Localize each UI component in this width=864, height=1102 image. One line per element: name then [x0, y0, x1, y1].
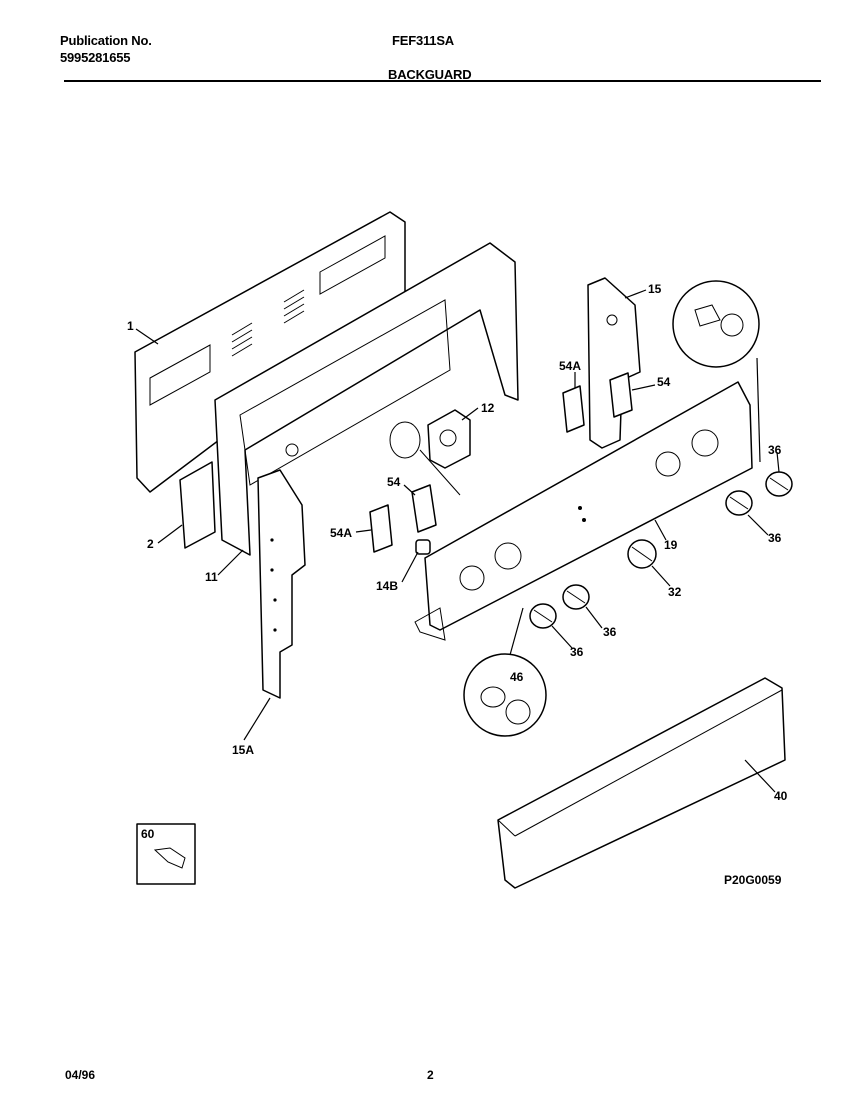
callout-36-c: 36 — [603, 625, 617, 639]
publication-number: 5995281655 — [60, 50, 131, 65]
part-54-switch-right — [609, 372, 633, 418]
callout-2: 2 — [147, 537, 154, 551]
callout-54a-left: 54A — [330, 526, 352, 540]
callout-40: 40 — [774, 789, 788, 803]
callout-60: 60 — [141, 827, 155, 841]
section-title: BACKGUARD — [388, 67, 472, 82]
part-54a-switch-right — [562, 385, 585, 433]
callout-36-b: 36 — [768, 531, 782, 545]
callout-46: 46 — [510, 670, 524, 684]
model-number: FEF311SA — [392, 33, 454, 48]
callout-1: 1 — [127, 319, 134, 333]
part-54-switch-left — [411, 484, 437, 533]
callout-54-left: 54 — [387, 475, 401, 489]
callout-15: 15 — [648, 282, 662, 296]
part-14b-socket — [415, 539, 431, 555]
knob-36-a — [765, 471, 793, 497]
knob-32 — [627, 539, 657, 569]
part-2-bracket — [179, 461, 216, 549]
knob-36-b — [725, 490, 753, 516]
publication-label: Publication No. — [60, 33, 152, 48]
callout-32: 32 — [668, 585, 682, 599]
diagram-code: P20G0059 — [724, 873, 782, 887]
part-15-side-panel — [587, 277, 641, 449]
part-19-control-panel — [414, 381, 753, 641]
part-12-timer — [389, 409, 471, 496]
callout-36-d: 36 — [570, 645, 584, 659]
detail-46-knob-insert — [463, 653, 547, 737]
knob-36-d — [529, 603, 557, 629]
leader-lines — [135, 289, 780, 793]
callout-19: 19 — [664, 538, 678, 552]
part-40-trim — [497, 677, 786, 889]
footer-page-number: 2 — [427, 1068, 434, 1082]
callout-14b: 14B — [376, 579, 398, 593]
detail-screw — [672, 280, 760, 368]
callout-11: 11 — [205, 570, 218, 584]
callout-12: 12 — [481, 401, 495, 415]
callout-54a-right: 54A — [559, 359, 581, 373]
footer-date: 04/96 — [65, 1068, 96, 1082]
callout-54-right: 54 — [657, 375, 671, 389]
detail-box-60 — [136, 823, 196, 885]
part-15a-side-panel — [257, 469, 306, 699]
callout-15a: 15A — [232, 743, 254, 757]
part-11-housing — [214, 242, 519, 556]
knob-36-c — [562, 584, 590, 610]
part-54a-switch-left — [369, 504, 393, 553]
callout-36-a: 36 — [768, 443, 782, 457]
header-rule — [64, 80, 821, 82]
